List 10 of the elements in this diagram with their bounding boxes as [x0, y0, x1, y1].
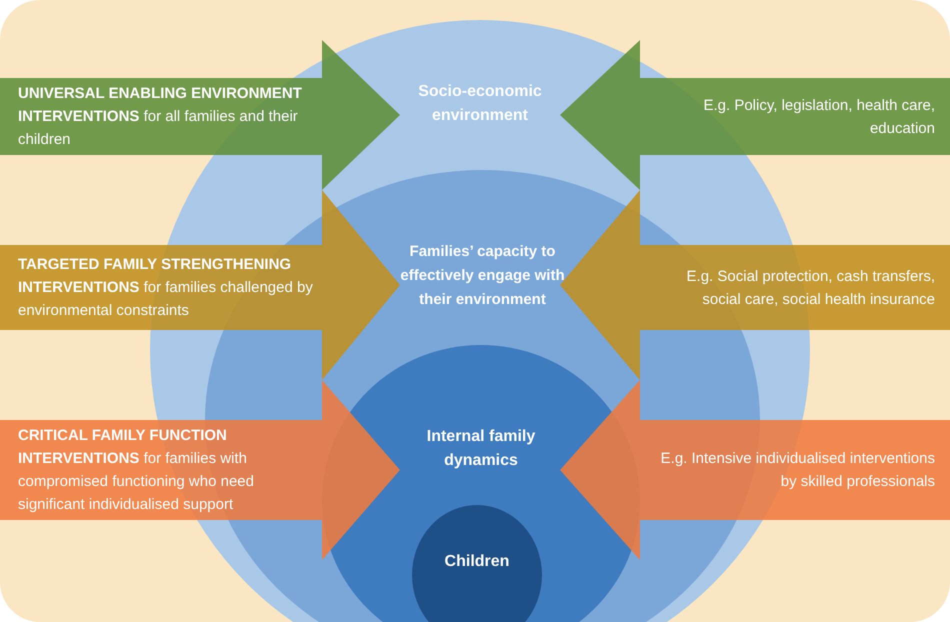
region-label: Families’ capacity to effectively engage with their environment: [399, 242, 566, 310]
region-label: Children: [444, 552, 510, 572]
arrow-label: E.g. Intensive individualised interventions by skilled professionals: [660, 449, 935, 492]
arrow-label: UNIVERSAL ENABLING ENVIRONMENT INTERVENTIONS for all families and their children: [18, 84, 303, 150]
arrow-label: TARGETED FAMILY STRENGTHENING INTERVENTIONS for families challenged by environmental constraints: [18, 255, 314, 321]
region-label: Socio-economic environment: [417, 82, 543, 126]
arrow-label: E.g. Social protection, cash transfers, social care, social health insurance: [686, 266, 935, 310]
arrow-label: E.g. Policy, legislation, health care, education: [702, 96, 935, 138]
arrow-label: CRITICAL FAMILY FUNCTION INTERVENTIONS for families with compromised functioning who need significant individualised support: [18, 426, 255, 515]
region-label: Internal family dynamics: [426, 427, 536, 471]
